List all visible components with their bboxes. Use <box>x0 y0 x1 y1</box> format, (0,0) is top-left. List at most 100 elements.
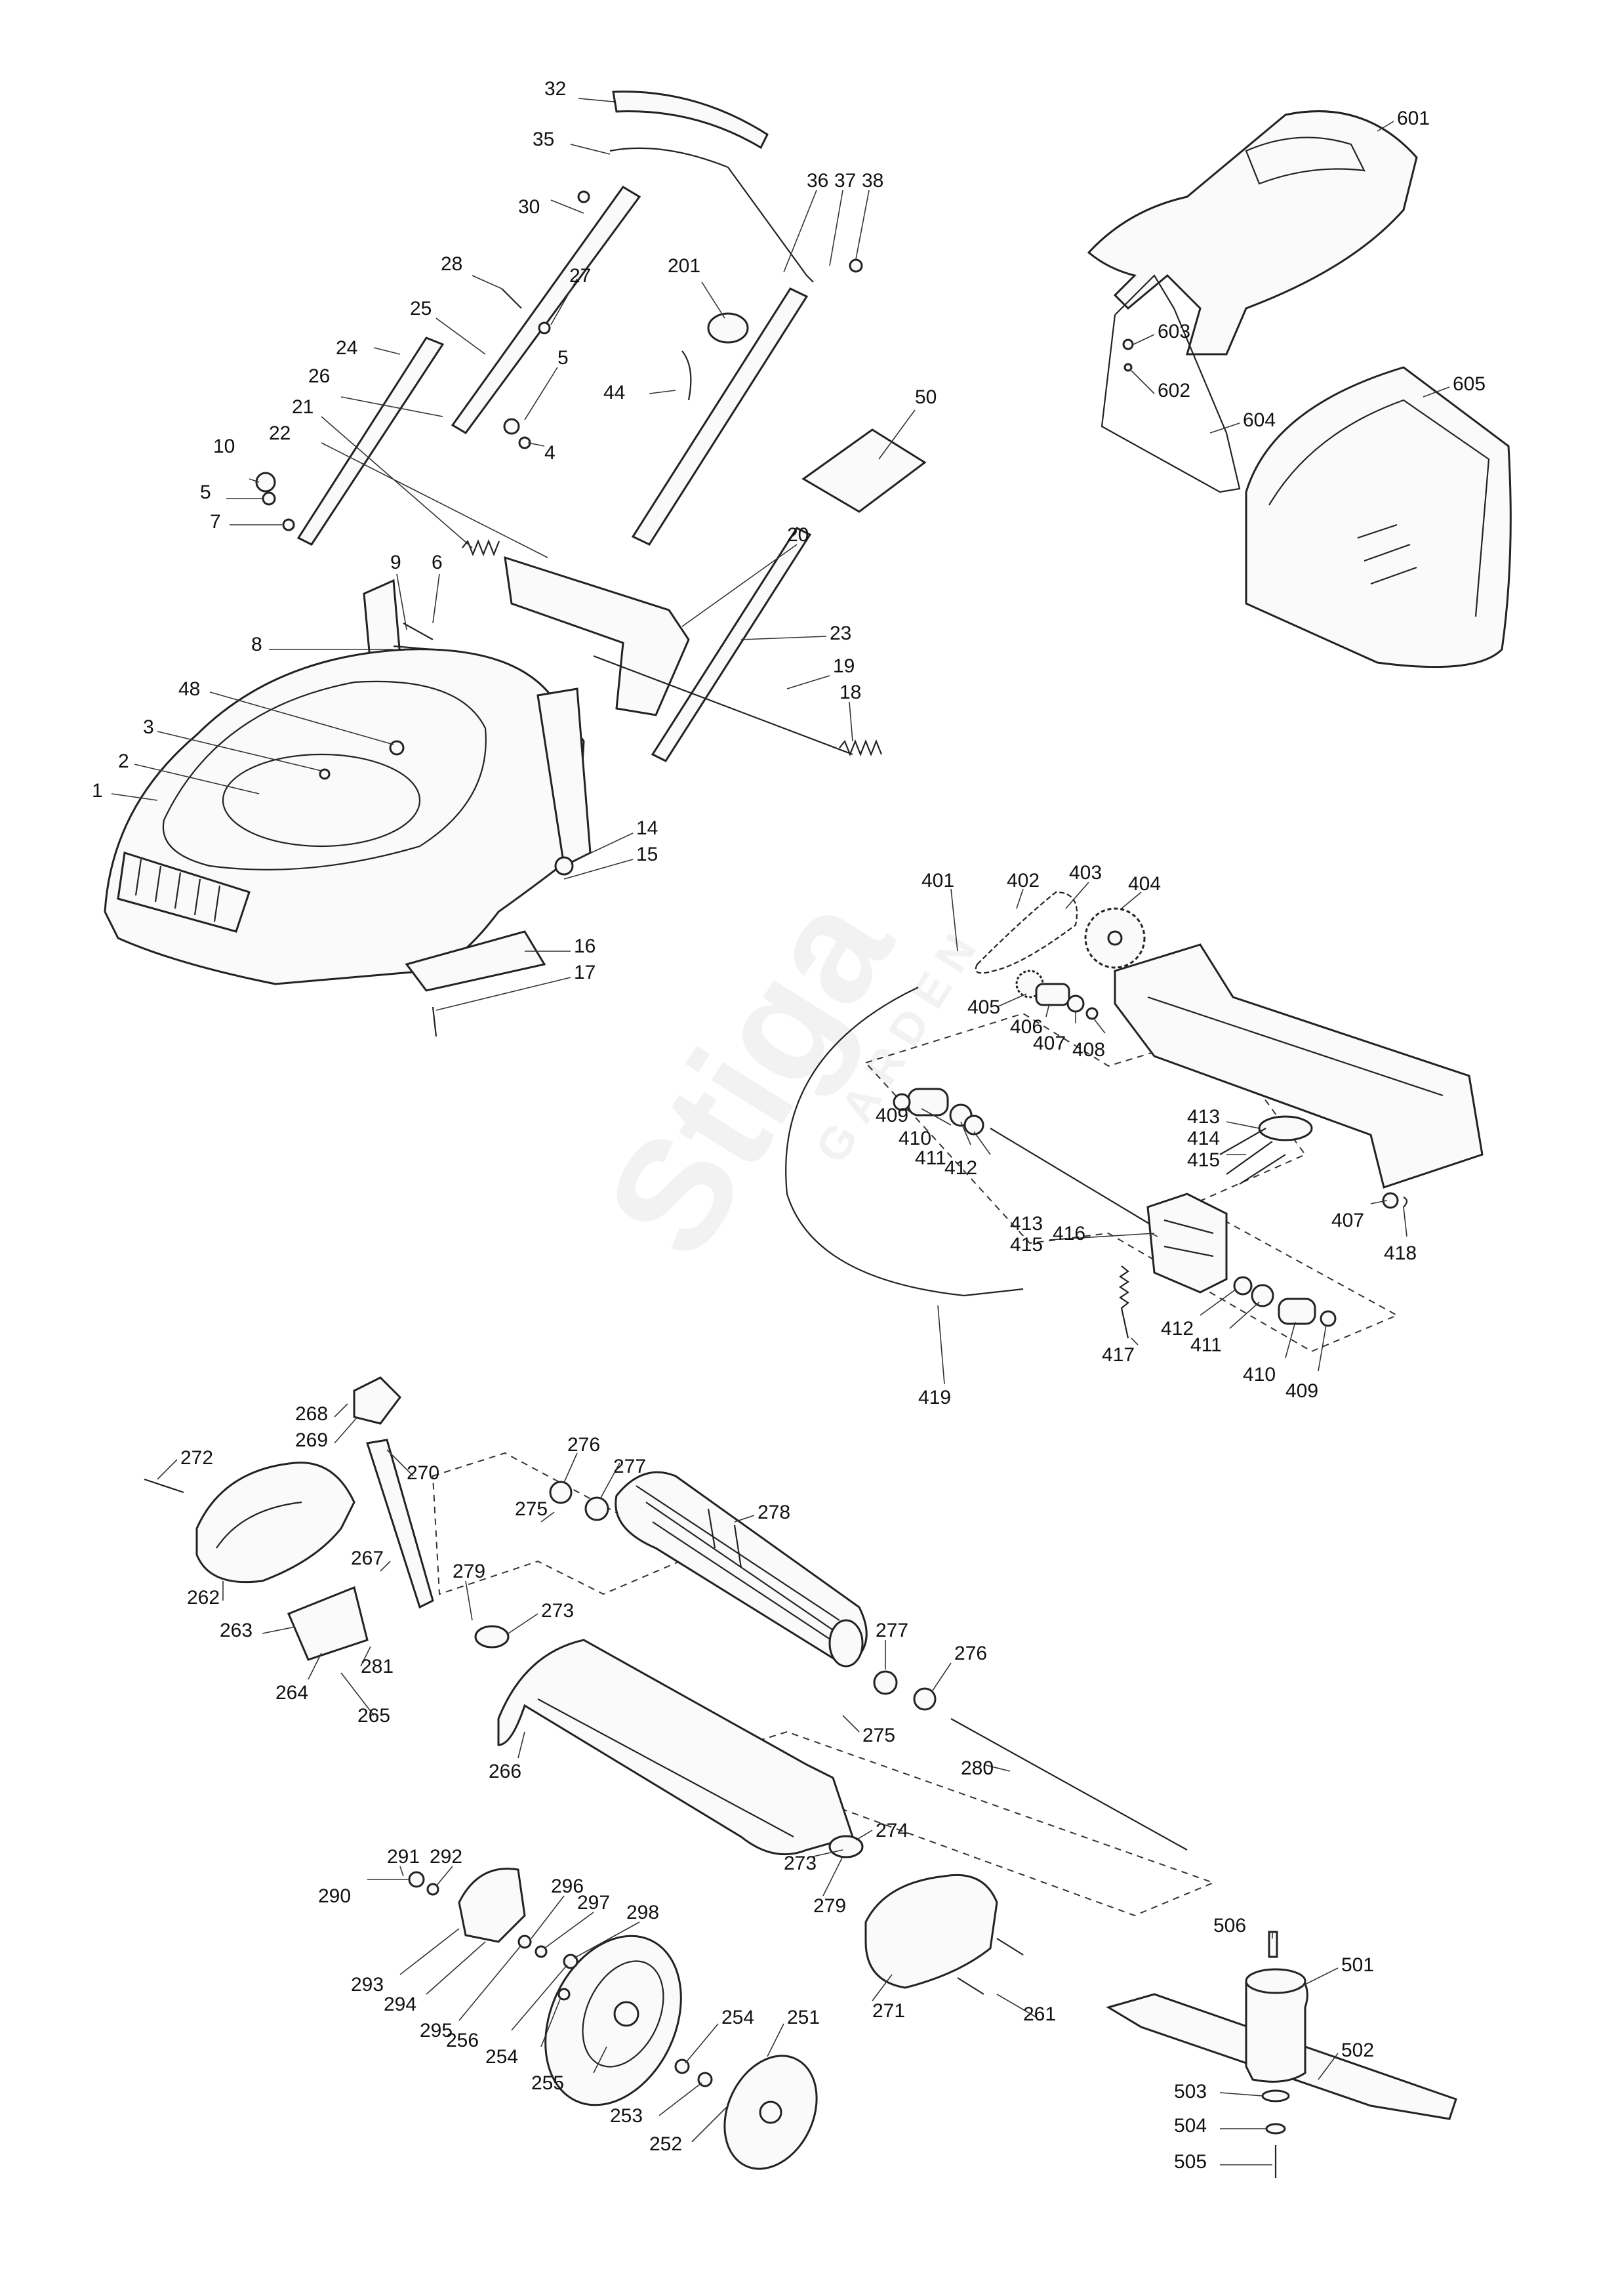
hardware-bag-50 <box>801 428 927 513</box>
callout-297: 297 <box>577 1892 610 1914</box>
nut-7 <box>282 518 295 531</box>
callout-50: 50 <box>915 386 937 408</box>
key-506 <box>1268 1931 1278 1958</box>
callout-411a: 411 <box>915 1147 946 1169</box>
callout-26: 26 <box>308 365 330 387</box>
callout-267: 267 <box>351 1548 384 1569</box>
drive-shaft <box>990 1128 1155 1227</box>
hub-cap-251-center <box>759 2101 782 2124</box>
cable-44 <box>681 350 692 401</box>
spring-417 <box>1119 1265 1129 1339</box>
deck-grille-lines <box>134 859 221 922</box>
ring-412a <box>963 1115 984 1136</box>
callout-23: 23 <box>830 623 851 644</box>
spring-21 <box>462 539 500 556</box>
bearing-276b <box>913 1687 937 1711</box>
wheel-255-hub <box>613 2001 639 2027</box>
callout-14: 14 <box>636 817 658 839</box>
callout-254b: 254 <box>721 2007 754 2028</box>
callout-417: 417 <box>1102 1344 1135 1366</box>
nut-297 <box>535 1945 548 1958</box>
nut-5 <box>262 491 276 506</box>
side-cover-262-detail <box>216 1501 302 1549</box>
collector-lid-handle <box>1245 136 1365 185</box>
callout-404: 404 <box>1128 873 1161 895</box>
callout-505: 505 <box>1174 2151 1207 2173</box>
lower-handle-left <box>296 337 445 546</box>
mower-deck <box>104 648 585 985</box>
washer-407b <box>1382 1192 1399 1209</box>
callout-labels: 32 35 36 37 38 30 28 27 201 25 24 26 5 4… <box>92 78 1486 2173</box>
callout-413a: 413 <box>1187 1106 1220 1128</box>
lever-arm-270 <box>366 1439 434 1609</box>
seal-411b <box>1251 1284 1274 1307</box>
callout-275a: 275 <box>515 1498 548 1520</box>
deck-motor-mount <box>222 753 421 848</box>
callout-605: 605 <box>1453 373 1486 395</box>
rear-axle-frame <box>1114 943 1484 1189</box>
drive-cable-419 <box>785 993 1024 1297</box>
hub-277b <box>873 1670 898 1695</box>
callout-201: 201 <box>668 255 700 277</box>
callout-409a: 409 <box>876 1105 908 1126</box>
nut-27 <box>538 321 551 335</box>
callout-272: 272 <box>180 1447 213 1469</box>
callout-261: 261 <box>1023 2003 1056 2025</box>
callout-277a: 277 <box>613 1456 646 1477</box>
callout-17: 17 <box>574 962 596 983</box>
nut-603 <box>1122 338 1134 350</box>
callout-401: 401 <box>921 870 954 892</box>
callout-274: 274 <box>876 1820 908 1841</box>
nut-290 <box>408 1871 425 1888</box>
callout-273b: 273 <box>784 1853 817 1874</box>
callout-406: 406 <box>1010 1016 1043 1038</box>
callout-18: 18 <box>839 682 861 703</box>
callout-273a: 273 <box>541 1600 574 1622</box>
side-cover-271 <box>864 1874 998 1989</box>
callout-502: 502 <box>1341 2040 1374 2061</box>
collector-frame-604 <box>1101 274 1241 493</box>
callout-280: 280 <box>961 1757 994 1779</box>
callout-27: 27 <box>569 265 591 287</box>
callout-416: 416 <box>1053 1223 1085 1244</box>
height-bracket-263 <box>287 1586 369 1661</box>
height-adjuster-293 <box>458 1868 526 1943</box>
grass-collector-group <box>1087 110 1512 668</box>
lever-269 <box>353 1376 401 1425</box>
nut-38 <box>849 258 863 273</box>
callout-409b: 409 <box>1285 1380 1318 1402</box>
washer-503 <box>1261 2089 1290 2102</box>
callout-270: 270 <box>407 1462 439 1484</box>
callout-20: 20 <box>787 524 809 546</box>
callout-22: 22 <box>269 422 291 444</box>
callout-15: 15 <box>636 844 658 865</box>
callout-278: 278 <box>758 1502 790 1523</box>
bearing-410a <box>907 1088 949 1117</box>
watermark: Stiga GARDEN <box>572 865 992 1285</box>
callout-254a: 254 <box>485 2046 518 2068</box>
callout-5b: 5 <box>200 482 211 503</box>
washer-296 <box>517 1935 532 1949</box>
callout-407b: 407 <box>1331 1210 1364 1231</box>
washer-292 <box>426 1883 439 1896</box>
callout-21: 21 <box>292 396 313 418</box>
callout-402: 402 <box>1007 870 1040 892</box>
callout-504: 504 <box>1174 2115 1207 2137</box>
wheel-255 <box>544 1935 682 2106</box>
callout-252: 252 <box>649 2133 682 2155</box>
callout-415b: 415 <box>1010 1234 1043 1256</box>
collector-bag-605 <box>1245 366 1512 668</box>
bearing-410b <box>1278 1298 1316 1325</box>
callout-410b: 410 <box>1243 1364 1276 1385</box>
callout-32: 32 <box>544 78 566 100</box>
roller-axle-280 <box>950 1718 1188 1851</box>
callout-418: 418 <box>1384 1242 1417 1264</box>
callout-25: 25 <box>410 298 432 319</box>
callout-255: 255 <box>531 2072 564 2094</box>
handle-and-deck-group <box>104 91 927 1037</box>
callout-263: 263 <box>220 1620 253 1641</box>
callout-501: 501 <box>1341 1954 1374 1976</box>
blade-group <box>1106 1931 1457 2178</box>
blade-adapter-top <box>1245 1968 1306 1994</box>
callout-413b: 413 <box>1010 1213 1043 1235</box>
